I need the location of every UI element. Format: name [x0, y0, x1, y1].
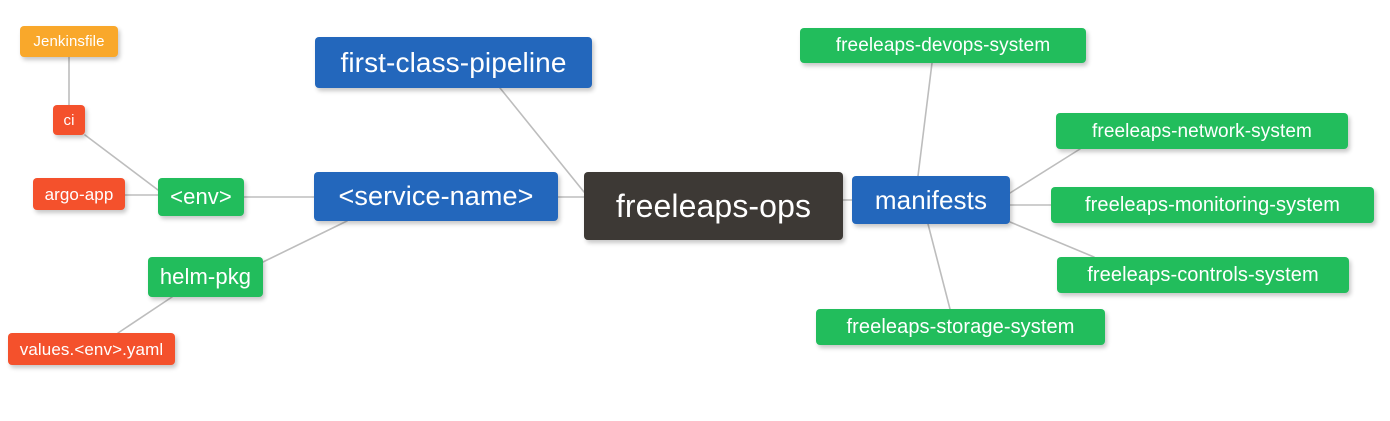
node-argo-app[interactable]: argo-app — [33, 178, 125, 210]
node-label-freeleaps-ops: freeleaps-ops — [615, 188, 812, 224]
node-freeleaps-ops[interactable]: freeleaps-ops — [584, 172, 843, 240]
node-label-ci: ci — [63, 111, 75, 129]
node-freeleaps-controls-system[interactable]: freeleaps-controls-system — [1057, 257, 1349, 293]
node-label-helm-pkg: helm-pkg — [159, 264, 252, 289]
node-first-class-pipeline[interactable]: first-class-pipeline — [315, 37, 592, 88]
node-service-name[interactable]: <service-name> — [314, 172, 558, 221]
edge-manifests-to-freeleaps-storage-system — [927, 223, 951, 310]
edge-manifests-to-freeleaps-devops-system — [917, 62, 933, 177]
edge-service-name-to-helm-pkg — [262, 220, 348, 263]
node-label-freeleaps-network-system: freeleaps-network-system — [1092, 120, 1312, 142]
node-freeleaps-devops-system[interactable]: freeleaps-devops-system — [800, 28, 1086, 63]
node-helm-pkg[interactable]: helm-pkg — [148, 257, 263, 297]
node-manifests[interactable]: manifests — [852, 176, 1010, 224]
edge-helm-pkg-to-values-env-yaml — [117, 296, 173, 334]
node-label-freeleaps-monitoring-system: freeleaps-monitoring-system — [1084, 194, 1340, 216]
node-label-first-class-pipeline: first-class-pipeline — [340, 46, 567, 78]
node-label-argo-app: argo-app — [44, 184, 114, 204]
edge-manifests-to-freeleaps-controls-system — [1009, 221, 1095, 258]
node-jenkinsfile[interactable]: Jenkinsfile — [20, 26, 118, 57]
node-label-freeleaps-controls-system: freeleaps-controls-system — [1087, 264, 1319, 286]
node-label-values-env-yaml: values.<env>.yaml — [19, 339, 164, 359]
node-label-jenkinsfile: Jenkinsfile — [33, 33, 105, 50]
node-env[interactable]: <env> — [158, 178, 244, 216]
node-label-manifests: manifests — [874, 185, 988, 215]
node-values-env-yaml[interactable]: values.<env>.yaml — [8, 333, 175, 365]
node-label-env: <env> — [170, 184, 232, 209]
node-label-freeleaps-storage-system: freeleaps-storage-system — [846, 316, 1075, 338]
node-freeleaps-monitoring-system[interactable]: freeleaps-monitoring-system — [1051, 187, 1374, 223]
node-ci[interactable]: ci — [53, 105, 85, 135]
node-label-freeleaps-devops-system: freeleaps-devops-system — [835, 35, 1051, 56]
node-freeleaps-network-system[interactable]: freeleaps-network-system — [1056, 113, 1348, 149]
node-freeleaps-storage-system[interactable]: freeleaps-storage-system — [816, 309, 1105, 345]
node-label-service-name: <service-name> — [338, 181, 534, 211]
